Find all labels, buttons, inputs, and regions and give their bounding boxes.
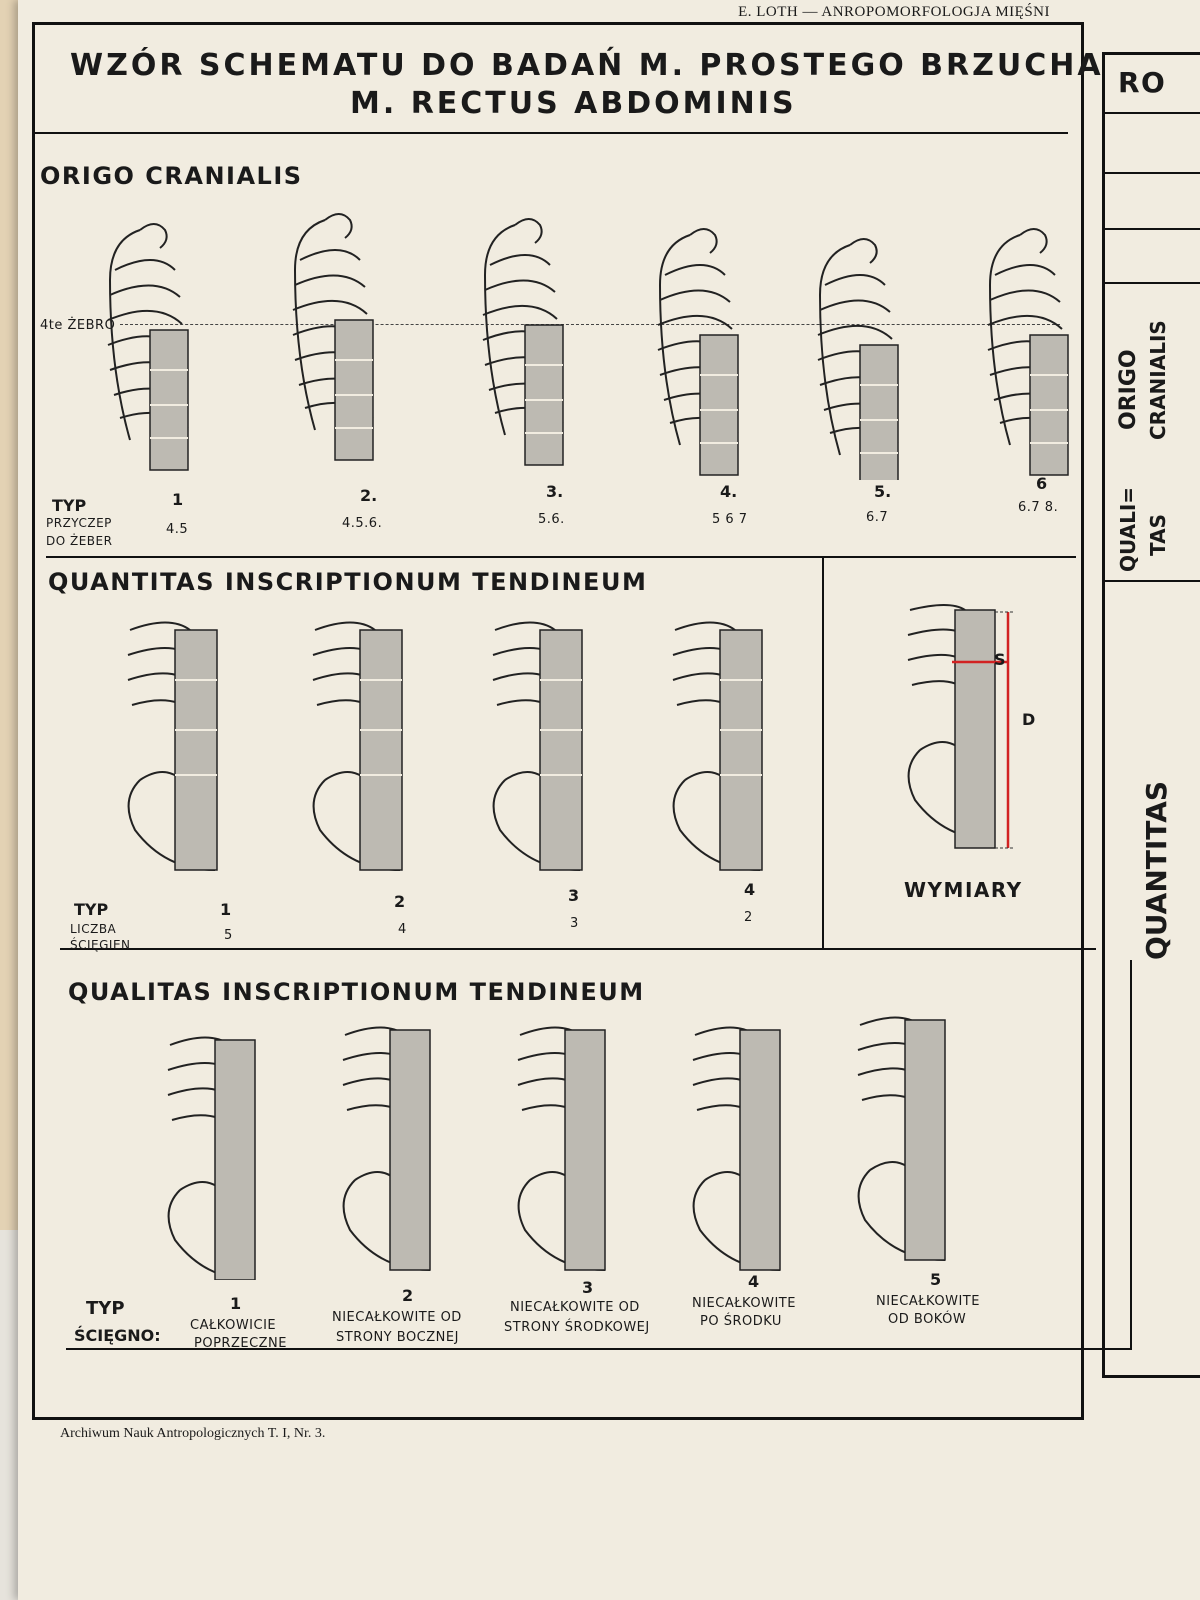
wymiary-label: WYMIARY <box>904 878 1023 902</box>
quantitas-count: 2 <box>744 910 753 925</box>
origo-ribs: 5 6 7 <box>712 512 748 527</box>
origo-figure-6 <box>987 228 1069 476</box>
qualitas-desc-2: OD BOKÓW <box>888 1312 967 1327</box>
qualitas-desc-2: POPRZECZNE <box>194 1336 287 1351</box>
qualitas-typ: 4 <box>748 1272 760 1291</box>
qualitas-desc-1: NIECAŁKOWITE OD <box>510 1300 640 1315</box>
adjacent-divider <box>1102 172 1200 174</box>
quantitas-figure-1 <box>127 621 218 871</box>
adjacent-cranialis: CRANIALIS <box>1146 320 1170 440</box>
qualitas-sciegno-label: ŚCIĘGNO: <box>74 1326 161 1345</box>
origo-typ: 6 <box>1036 474 1048 493</box>
adjacent-divider <box>1102 228 1200 230</box>
schema-frame <box>32 22 1084 1420</box>
divider-wymiary <box>822 556 824 948</box>
wymiary-figure <box>907 604 1015 849</box>
adjacent-divider <box>1102 282 1200 284</box>
origo-typ: 3. <box>546 482 564 501</box>
page-subtitle: M. RECTUS ABDOMINIS <box>350 86 797 121</box>
origo-typ: 2. <box>360 486 378 505</box>
quantitas-figure-4 <box>672 621 763 871</box>
origo-ribs: 4.5.6. <box>342 516 383 531</box>
origo-figure-5 <box>817 238 899 480</box>
quantitas-typ: 4 <box>744 880 756 899</box>
divider-quantitas <box>60 948 1096 950</box>
qualitas-typ-label: TYP <box>86 1298 125 1319</box>
qualitas-figure-3 <box>517 1026 606 1271</box>
origo-ribs: 5.6. <box>538 512 565 527</box>
origo-figure-3 <box>482 218 564 466</box>
qualitas-desc-2: PO ŚRODKU <box>700 1314 782 1329</box>
quantitas-typ: 3 <box>568 886 580 905</box>
divider-right <box>1130 960 1132 1350</box>
qualitas-desc-2: STRONY ŚRODKOWEJ <box>504 1320 650 1335</box>
adjacent-divider <box>1102 580 1200 582</box>
rib-label: 4te ŻEBRO <box>40 318 116 333</box>
quantitas-count: 4 <box>398 922 407 937</box>
adjacent-tas: TAS <box>1146 514 1170 556</box>
section-heading-qualitas: QUALITAS INSCRIPTIONUM TENDINEUM <box>68 978 645 1006</box>
qualitas-typ: 1 <box>230 1294 242 1313</box>
origo-ribs: 6.7 8. <box>1018 500 1059 515</box>
qualitas-typ: 3 <box>582 1278 594 1297</box>
qualitas-desc-1: NIECAŁKOWITE <box>692 1296 796 1311</box>
page-title: WZÓR SCHEMATU DO BADAŃ M. PROSTEGO BRZUC… <box>70 48 1104 83</box>
quantitas-figures <box>127 621 763 871</box>
adjacent-heading: RO <box>1118 66 1167 99</box>
adjacent-quantitas: QUANTITAS <box>1140 780 1173 960</box>
section-heading-quantitas: QUANTITAS INSCRIPTIONUM TENDINEUM <box>48 568 648 596</box>
origo-ribs: 6.7 <box>866 510 889 525</box>
origo-figure-4 <box>657 228 739 476</box>
origo-typ: 5. <box>874 482 892 501</box>
origo-przyczep-label: PRZYCZEP <box>46 516 112 530</box>
quantitas-count: 5 <box>224 928 233 943</box>
fourth-rib-line <box>120 324 1060 325</box>
adjacent-quali: QUALI= <box>1116 486 1140 572</box>
footer-citation: Archiwum Nauk Antropologicznych T. I, Nr… <box>60 1426 326 1441</box>
origo-figures <box>107 213 1069 480</box>
divider-origo <box>46 556 1076 558</box>
origo-przyczep-label-2: DO ŻEBER <box>46 534 113 548</box>
quantitas-typ-label: TYP <box>74 900 109 919</box>
wymiary-s-label: S <box>994 650 1006 669</box>
origo-figure-2 <box>292 213 374 461</box>
quantitas-figure-2 <box>312 621 403 871</box>
section-heading-origo: ORIGO CRANIALIS <box>40 162 303 190</box>
adjacent-origo: ORIGO <box>1116 349 1141 430</box>
adjacent-divider <box>1102 112 1200 114</box>
quantitas-figure-3 <box>492 621 583 871</box>
running-header: E. LOTH — ANROPOMORFOLOGJA MIĘŚNI <box>738 4 1050 20</box>
quantitas-liczba-label-2: ŚCIĘGIEN <box>70 938 131 952</box>
qualitas-desc-1: NIECAŁKOWITE OD <box>332 1310 462 1325</box>
divider-title <box>34 132 1068 134</box>
origo-typ: 4. <box>720 482 738 501</box>
origo-typ-label: TYP <box>52 496 87 515</box>
quantitas-typ: 2 <box>394 892 406 911</box>
qualitas-typ: 5 <box>930 1270 942 1289</box>
qualitas-figure-4 <box>692 1026 781 1271</box>
quantitas-typ: 1 <box>220 900 232 919</box>
quantitas-count: 3 <box>570 916 579 931</box>
qualitas-typ: 2 <box>402 1286 414 1305</box>
origo-typ: 1 <box>172 490 184 509</box>
qualitas-desc-1: NIECAŁKOWITE <box>876 1294 980 1309</box>
origo-figure-1 <box>107 223 189 471</box>
divider-bottom <box>66 1348 1132 1350</box>
qualitas-desc-2: STRONY BOCZNEJ <box>336 1330 459 1345</box>
qualitas-figures <box>167 1016 946 1280</box>
qualitas-figure-5 <box>857 1016 946 1261</box>
qualitas-figure-2 <box>342 1026 431 1271</box>
qualitas-figure-1 <box>167 1036 256 1280</box>
quantitas-liczba-label: LICZBA <box>70 922 117 936</box>
origo-ribs: 4.5 <box>166 522 189 537</box>
adjacent-plate-panel <box>1102 52 1200 1378</box>
qualitas-desc-1: CAŁKOWICIE <box>190 1318 277 1333</box>
wymiary-d-label: D <box>1022 710 1036 729</box>
